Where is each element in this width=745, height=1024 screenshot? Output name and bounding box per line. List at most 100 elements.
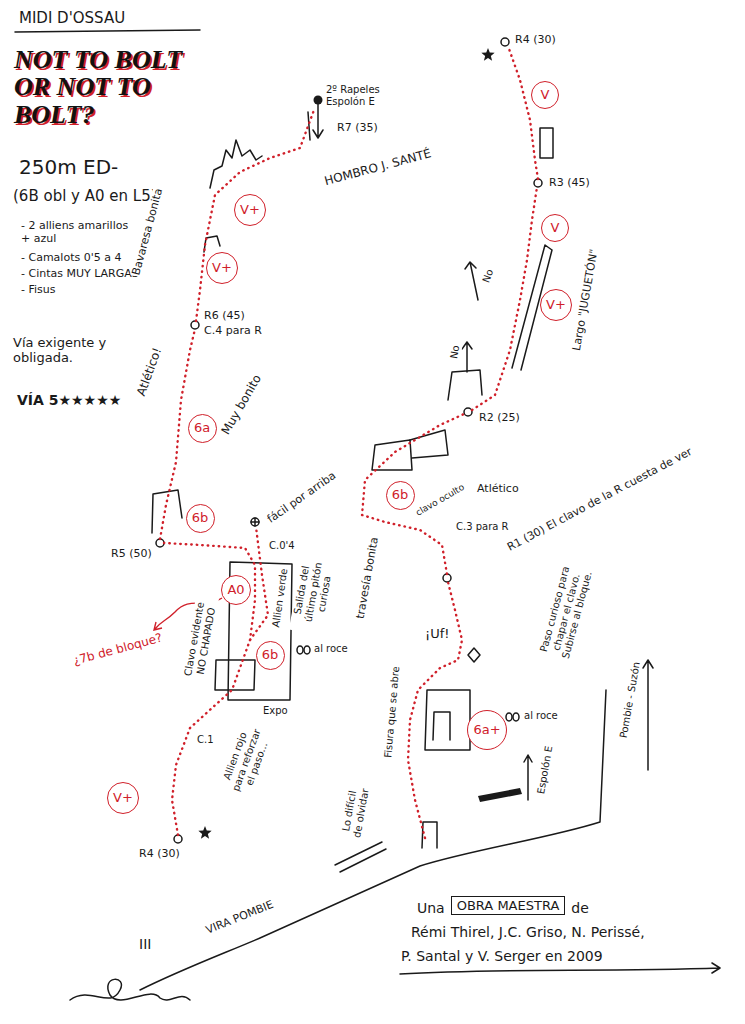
belay-ring	[191, 321, 199, 329]
node-text: V+	[240, 202, 260, 217]
belay-ring	[501, 38, 509, 46]
annotation: Pombie - Suzón	[617, 660, 642, 740]
annotation: Una	[416, 900, 446, 916]
annotation: C.4 para R	[203, 325, 263, 338]
direction-arrow	[643, 660, 653, 770]
route-title: NOT TO BOLT OR NOT TO BOLT?	[14, 46, 199, 128]
annotation: Muy bonito	[219, 372, 265, 439]
block	[215, 660, 255, 690]
annotation: No	[480, 267, 496, 286]
direction-arrow	[524, 755, 532, 800]
annotation: Allien rojo para reforzar el paso...	[217, 719, 275, 800]
annotation: MIDI D'OSSAU	[18, 10, 126, 27]
sling-ring	[304, 646, 310, 654]
annotation: Atlético	[476, 483, 520, 496]
annotation: Largo "JUGUETÓN"	[571, 247, 602, 353]
annotation: - Fisus	[20, 284, 56, 297]
annotation: travesía bonita	[354, 535, 381, 621]
annotation: Atlético!	[135, 345, 166, 399]
node-text: V+	[546, 297, 566, 312]
bloque	[468, 648, 480, 662]
annotation: Fisura que se abre	[382, 665, 402, 760]
annotation: Expo	[262, 705, 289, 717]
grade-circle: A0	[221, 575, 251, 605]
block	[448, 370, 482, 400]
roof	[152, 490, 182, 533]
node-text: OBRA MAESTRA	[457, 898, 560, 913]
node-text: A0	[227, 582, 244, 597]
annotation: de	[570, 900, 590, 916]
bolt-ring	[251, 518, 259, 526]
grade-circle: V	[531, 81, 559, 109]
no-arrow	[462, 342, 472, 372]
annotation: P. Santal y V. Serger en 2009	[400, 948, 604, 964]
sling-ring	[513, 713, 519, 721]
grade-circle: V+	[107, 782, 139, 814]
annotation: VIRA POMBIE	[204, 898, 277, 937]
crack-lines	[335, 842, 386, 872]
annotation: No	[448, 343, 462, 360]
approach-path	[140, 690, 606, 990]
annotation: Paso curioso para chapar el clavo. Subir…	[535, 553, 597, 670]
annotation: R7 (35)	[336, 122, 379, 135]
annotation: R3 (45)	[548, 177, 591, 190]
big-roof	[228, 562, 292, 700]
bivy-block	[478, 788, 522, 802]
grade-circle: 6b	[386, 481, 415, 510]
route-line	[250, 527, 268, 640]
annotation: Allien verde	[270, 567, 290, 629]
credit-underline	[400, 963, 720, 974]
annotation: Espolón E	[535, 744, 555, 796]
grade-circle: 6a+	[467, 710, 507, 750]
annotation: Salida del último pitón curiosa	[289, 549, 337, 636]
annotation: al roce	[523, 710, 559, 722]
grade-circle: V+	[206, 252, 238, 284]
annotation: R6 (45)	[203, 310, 246, 323]
annotation: Rémi Thirel, J.C. Griso, N. Perissé,	[410, 924, 646, 940]
annotation: HOMBRO J. SANTÉ	[322, 147, 434, 189]
annotation: ¡Uf!	[424, 627, 451, 642]
annotation: C.1	[196, 734, 215, 746]
annotation: R5 (50)	[110, 548, 153, 561]
sling-ring	[506, 713, 512, 721]
annotation: - Cintas MUY LARGAS	[20, 268, 140, 281]
block	[433, 712, 450, 740]
annotation: Clavo evidente NO CHAPADO	[181, 592, 220, 689]
grade-circle: 6b	[256, 641, 285, 670]
annotation: C.0'4	[268, 540, 296, 552]
grade-circle: V+	[234, 194, 266, 226]
node-text: V+	[212, 260, 232, 275]
annotation: - 2 alliens amarillos + azul	[20, 220, 130, 245]
block	[540, 128, 553, 158]
annotation: 250m ED-	[18, 156, 119, 179]
grade-circle: V+	[540, 289, 572, 321]
annotation: clavo oculto	[413, 481, 467, 518]
bolt-cross	[251, 518, 259, 526]
annotation: fácil por arriba	[265, 469, 340, 527]
node-text: 6b	[192, 510, 209, 525]
node-text: V	[541, 87, 550, 102]
belay-ring	[443, 574, 451, 582]
sling-ring	[297, 646, 303, 654]
node-text: 6a	[194, 420, 210, 435]
grade-circle: V	[541, 214, 569, 242]
annotation: R4 (30)	[514, 34, 557, 47]
annotation: Vía exigente y obligada.	[12, 336, 132, 366]
node-text: 6b	[392, 487, 409, 502]
block	[425, 690, 470, 750]
node-text: V	[551, 220, 560, 235]
star	[481, 48, 494, 61]
annotation: 2º Rapeles Espolón E	[325, 84, 385, 107]
annotation: Lo difícil de olvidar	[339, 781, 372, 842]
annotation: R1 (30) El clavo de la R cuesta de ver	[505, 445, 696, 554]
block	[410, 430, 448, 458]
belay-ring	[174, 835, 182, 843]
rappel-anchor	[314, 96, 323, 105]
credit-box: OBRA MAESTRA	[451, 896, 566, 915]
annotation: R4 (30)	[138, 848, 181, 861]
annotation: (6B obl y A0 en L5)	[12, 188, 158, 205]
route-line	[196, 110, 314, 321]
star	[198, 826, 211, 839]
rock-spires	[210, 140, 262, 188]
node-text: V+	[113, 790, 133, 805]
